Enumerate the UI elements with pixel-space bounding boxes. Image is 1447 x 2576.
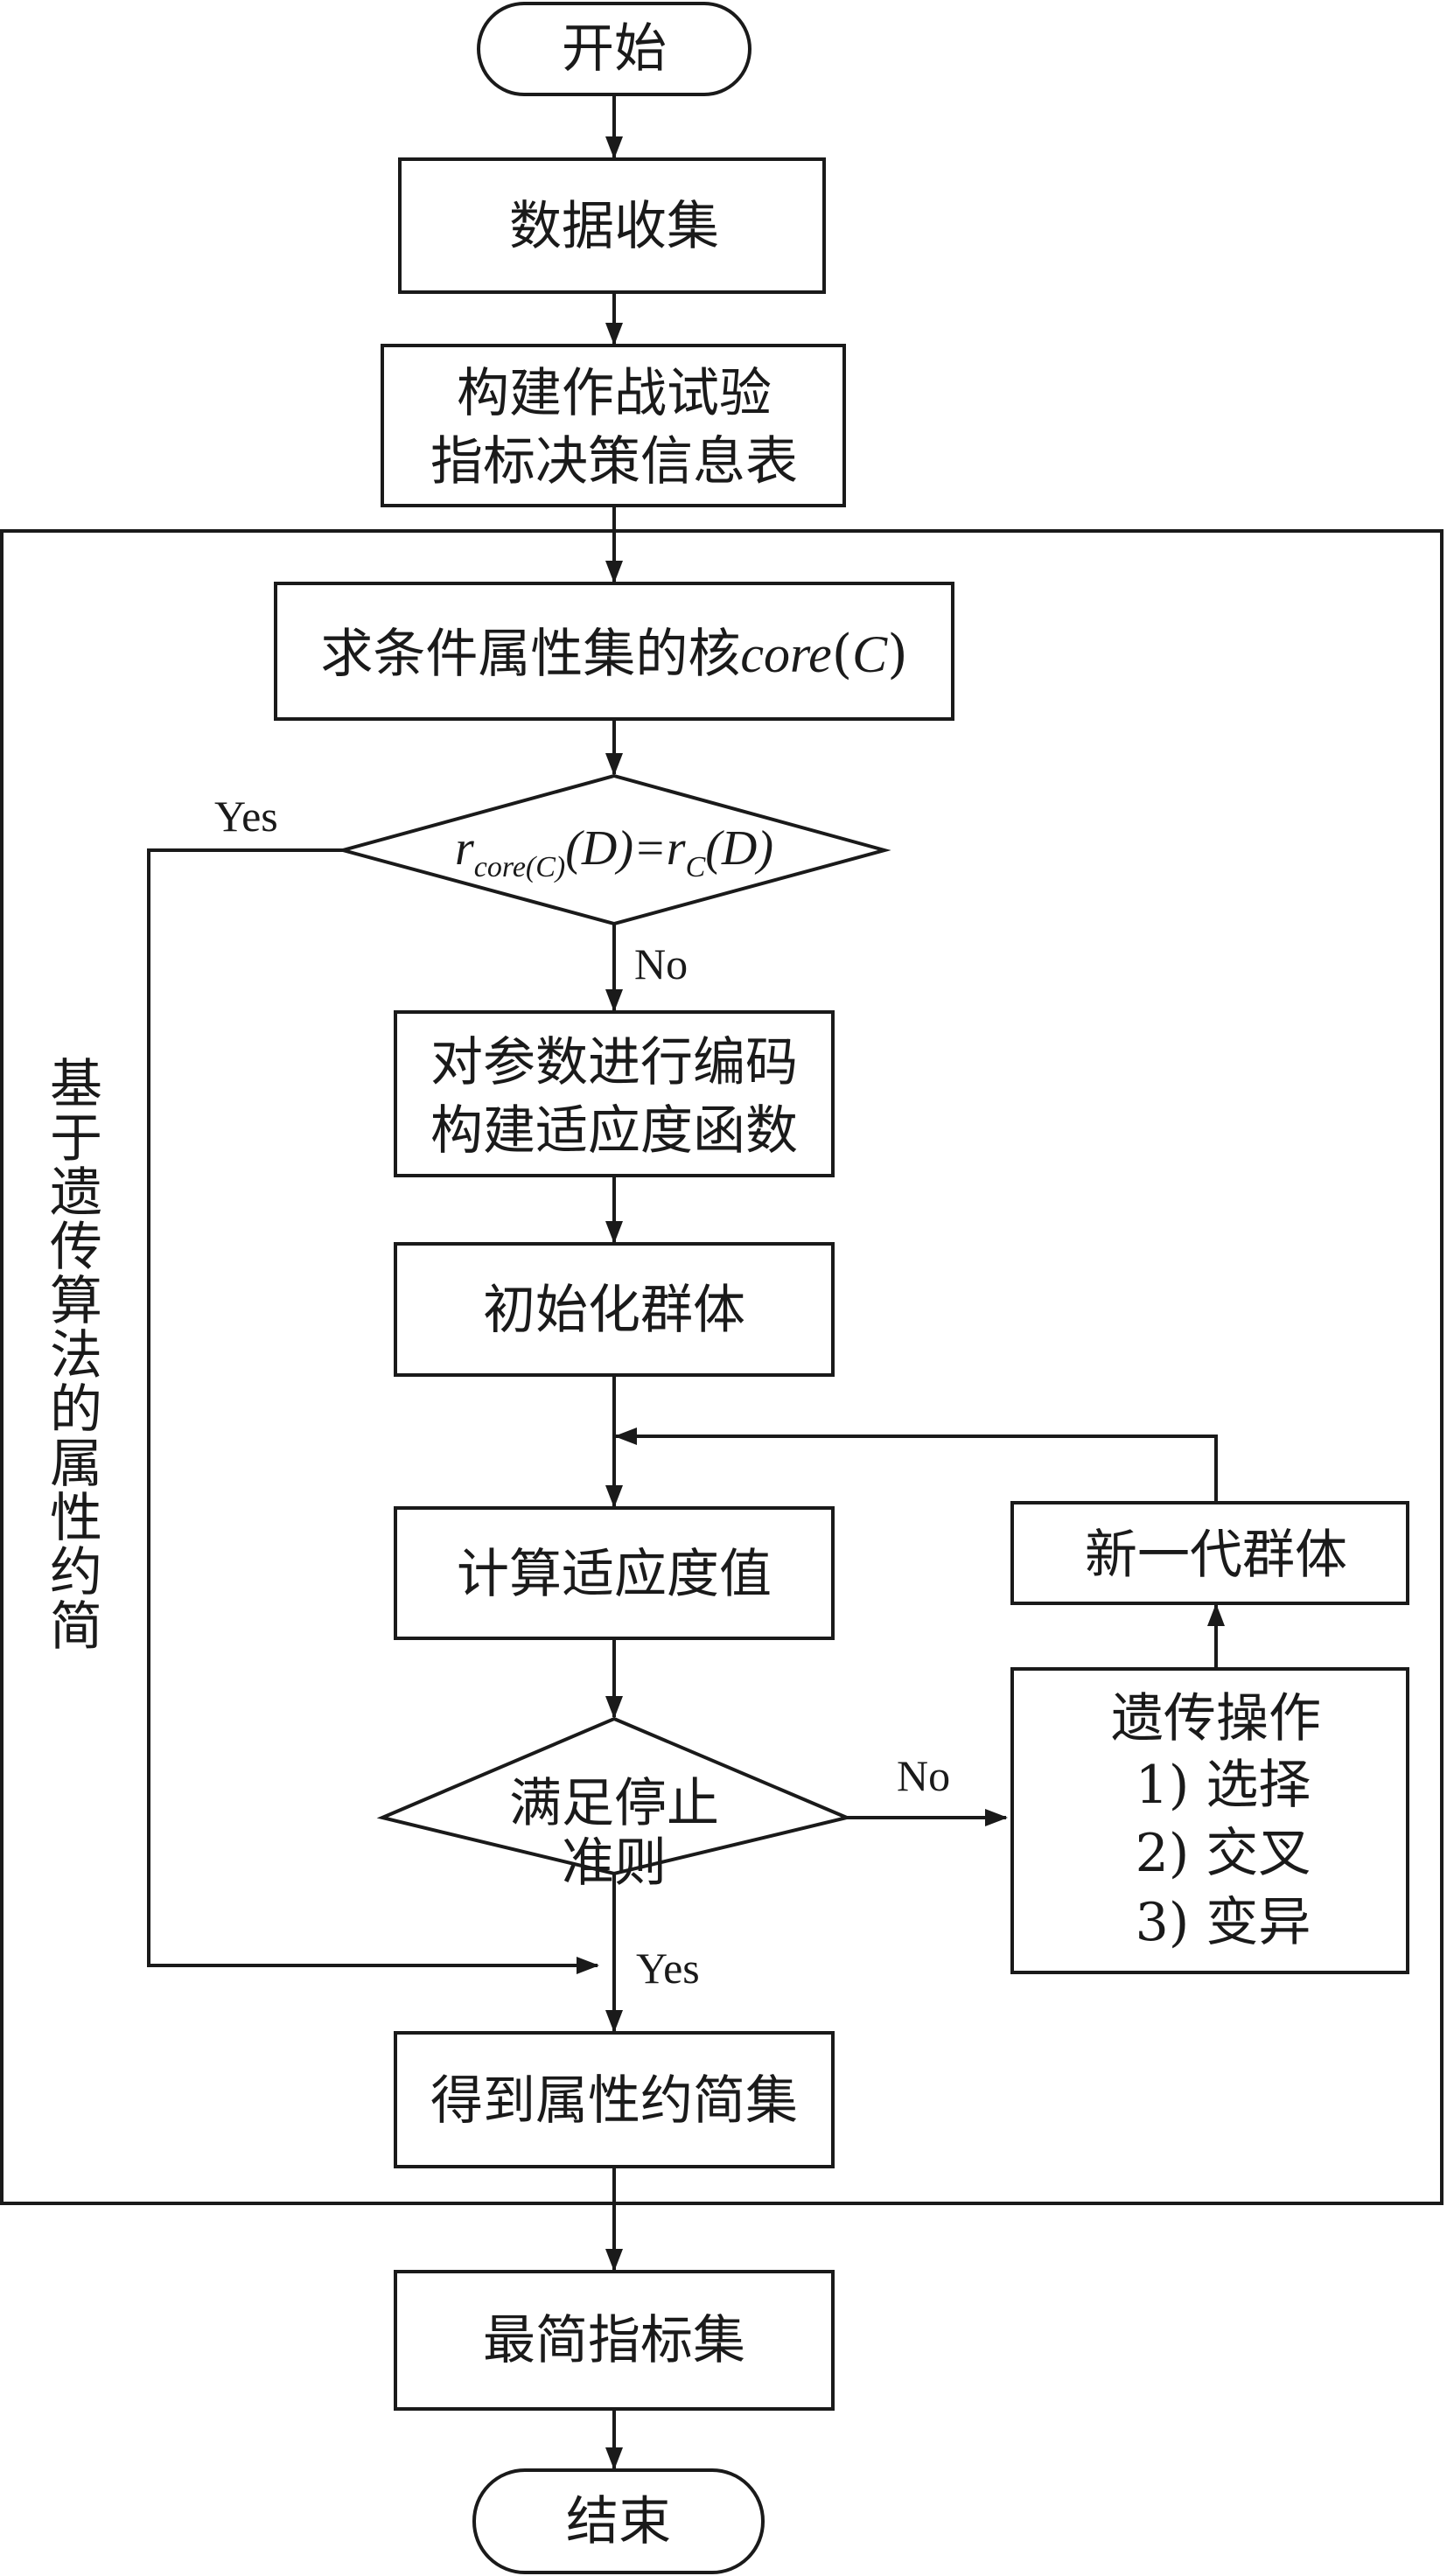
group-label-char: 遗 — [50, 1162, 102, 1224]
edge-newpop-loop — [614, 1428, 1218, 1503]
node-init-pop: 初始化群体 — [394, 1242, 835, 1377]
genetic-ops-item-1: 1) 选择 — [1136, 1755, 1311, 1816]
build-table-box — [381, 344, 846, 507]
core-paren-close: ) — [887, 624, 907, 685]
decision-arg2: (D) — [705, 821, 773, 876]
node-build-table: 构建作战试验 指标决策信息表 — [381, 344, 846, 507]
edge-label-core-yes: Yes — [214, 792, 278, 841]
start-label: 开始 — [562, 18, 667, 80]
node-decision-core: rcore(C)(D)=rC(D) — [336, 773, 891, 926]
core-box — [274, 582, 954, 721]
group-label-char: 于 — [50, 1108, 102, 1169]
node-min-index: 最简指标集 — [394, 2270, 835, 2411]
edges — [147, 94, 1225, 2470]
stop-decision-line-2: 准则 — [562, 1833, 667, 1894]
collect-box — [398, 157, 826, 294]
decision-arg1: (D) — [565, 821, 633, 876]
stop-decision-line-1: 满足停止 — [509, 1773, 719, 1834]
group-label-char: 约 — [50, 1542, 102, 1603]
decision-eq: = — [633, 821, 667, 876]
group-label-char: 传 — [50, 1217, 102, 1278]
edge-label-stop-yes: Yes — [636, 1944, 700, 1993]
core-var: C — [852, 625, 888, 683]
decision-core-diamond — [336, 773, 891, 926]
decision-r1: r — [455, 821, 474, 876]
genetic-ops-item-2: 2) 交叉 — [1136, 1823, 1311, 1884]
new-pop-box — [1010, 1501, 1409, 1605]
reduct-set-label: 得到属性约简集 — [430, 2070, 798, 2132]
decision-r2: r — [667, 821, 686, 876]
encode-line-1: 对参数进行编码 — [430, 1032, 798, 1093]
node-stop-decision: 满足停止 准则 — [376, 1716, 853, 1894]
min-index-box — [394, 2270, 835, 2411]
edge-label-core-no: No — [634, 939, 688, 988]
end-label: 结束 — [566, 2491, 671, 2552]
calc-fitness-box — [394, 1506, 835, 1640]
new-pop-label: 新一代群体 — [1085, 1525, 1347, 1586]
build-table-line-1: 构建作战试验 — [457, 363, 772, 424]
node-end: 结束 — [472, 2468, 765, 2574]
start-terminal — [477, 2, 751, 96]
node-core: 求条件属性集的核core(C) — [274, 582, 954, 721]
stop-decision-diamond — [376, 1716, 853, 1876]
encode-line-2: 构建适应度函数 — [430, 1100, 798, 1162]
edge-label-stop-no: No — [897, 1751, 950, 1800]
group-label-char: 的 — [50, 1379, 102, 1441]
group-frame — [0, 529, 1444, 2205]
node-calc-fitness: 计算适应度值 — [394, 1506, 835, 1640]
node-new-pop: 新一代群体 — [1010, 1501, 1409, 1605]
core-label: 求条件属性集的核core(C) — [320, 624, 907, 685]
collect-label: 数据收集 — [509, 196, 719, 257]
group-label: 基 于 遗 传 算 法 的 属 性 约 简 — [50, 1054, 102, 1658]
build-table-line-2: 指标决策信息表 — [430, 431, 798, 492]
end-terminal — [472, 2468, 765, 2574]
decision-sub2: C — [686, 851, 706, 883]
reduct-set-box — [394, 2031, 835, 2168]
group-label-char: 性 — [50, 1488, 102, 1549]
encode-box — [394, 1010, 835, 1177]
genetic-ops-box — [1010, 1667, 1409, 1974]
group-label-char: 法 — [50, 1325, 102, 1386]
core-text: 求条件属性集的核 — [320, 624, 740, 685]
node-start: 开始 — [477, 2, 751, 96]
core-math: core — [740, 625, 831, 683]
genetic-ops-title: 遗传操作 — [1111, 1688, 1321, 1749]
group-label-char: 简 — [50, 1596, 102, 1658]
node-genetic-ops: 遗传操作 1) 选择 2) 交叉 3) 变异 — [1010, 1667, 1409, 1974]
group-label-char: 算 — [50, 1271, 102, 1332]
node-encode: 对参数进行编码 构建适应度函数 — [394, 1010, 835, 1177]
genetic-ops-item-3: 3) 变异 — [1136, 1892, 1311, 1953]
init-pop-label: 初始化群体 — [483, 1280, 745, 1341]
decision-sub1: core(C) — [474, 851, 565, 883]
node-reduct-set: 得到属性约简集 — [394, 2031, 835, 2168]
min-index-label: 最简指标集 — [483, 2310, 745, 2371]
group-label-char: 基 — [50, 1054, 102, 1115]
core-paren-open: ( — [832, 624, 852, 685]
init-pop-box — [394, 1242, 835, 1377]
calc-fitness-label: 计算适应度值 — [457, 1544, 772, 1605]
group-label-char: 属 — [50, 1434, 102, 1495]
decision-core-formula: rcore(C)(D)=rC(D) — [455, 821, 773, 883]
node-collect: 数据收集 — [398, 157, 826, 294]
edge-core-yes — [147, 848, 599, 1974]
